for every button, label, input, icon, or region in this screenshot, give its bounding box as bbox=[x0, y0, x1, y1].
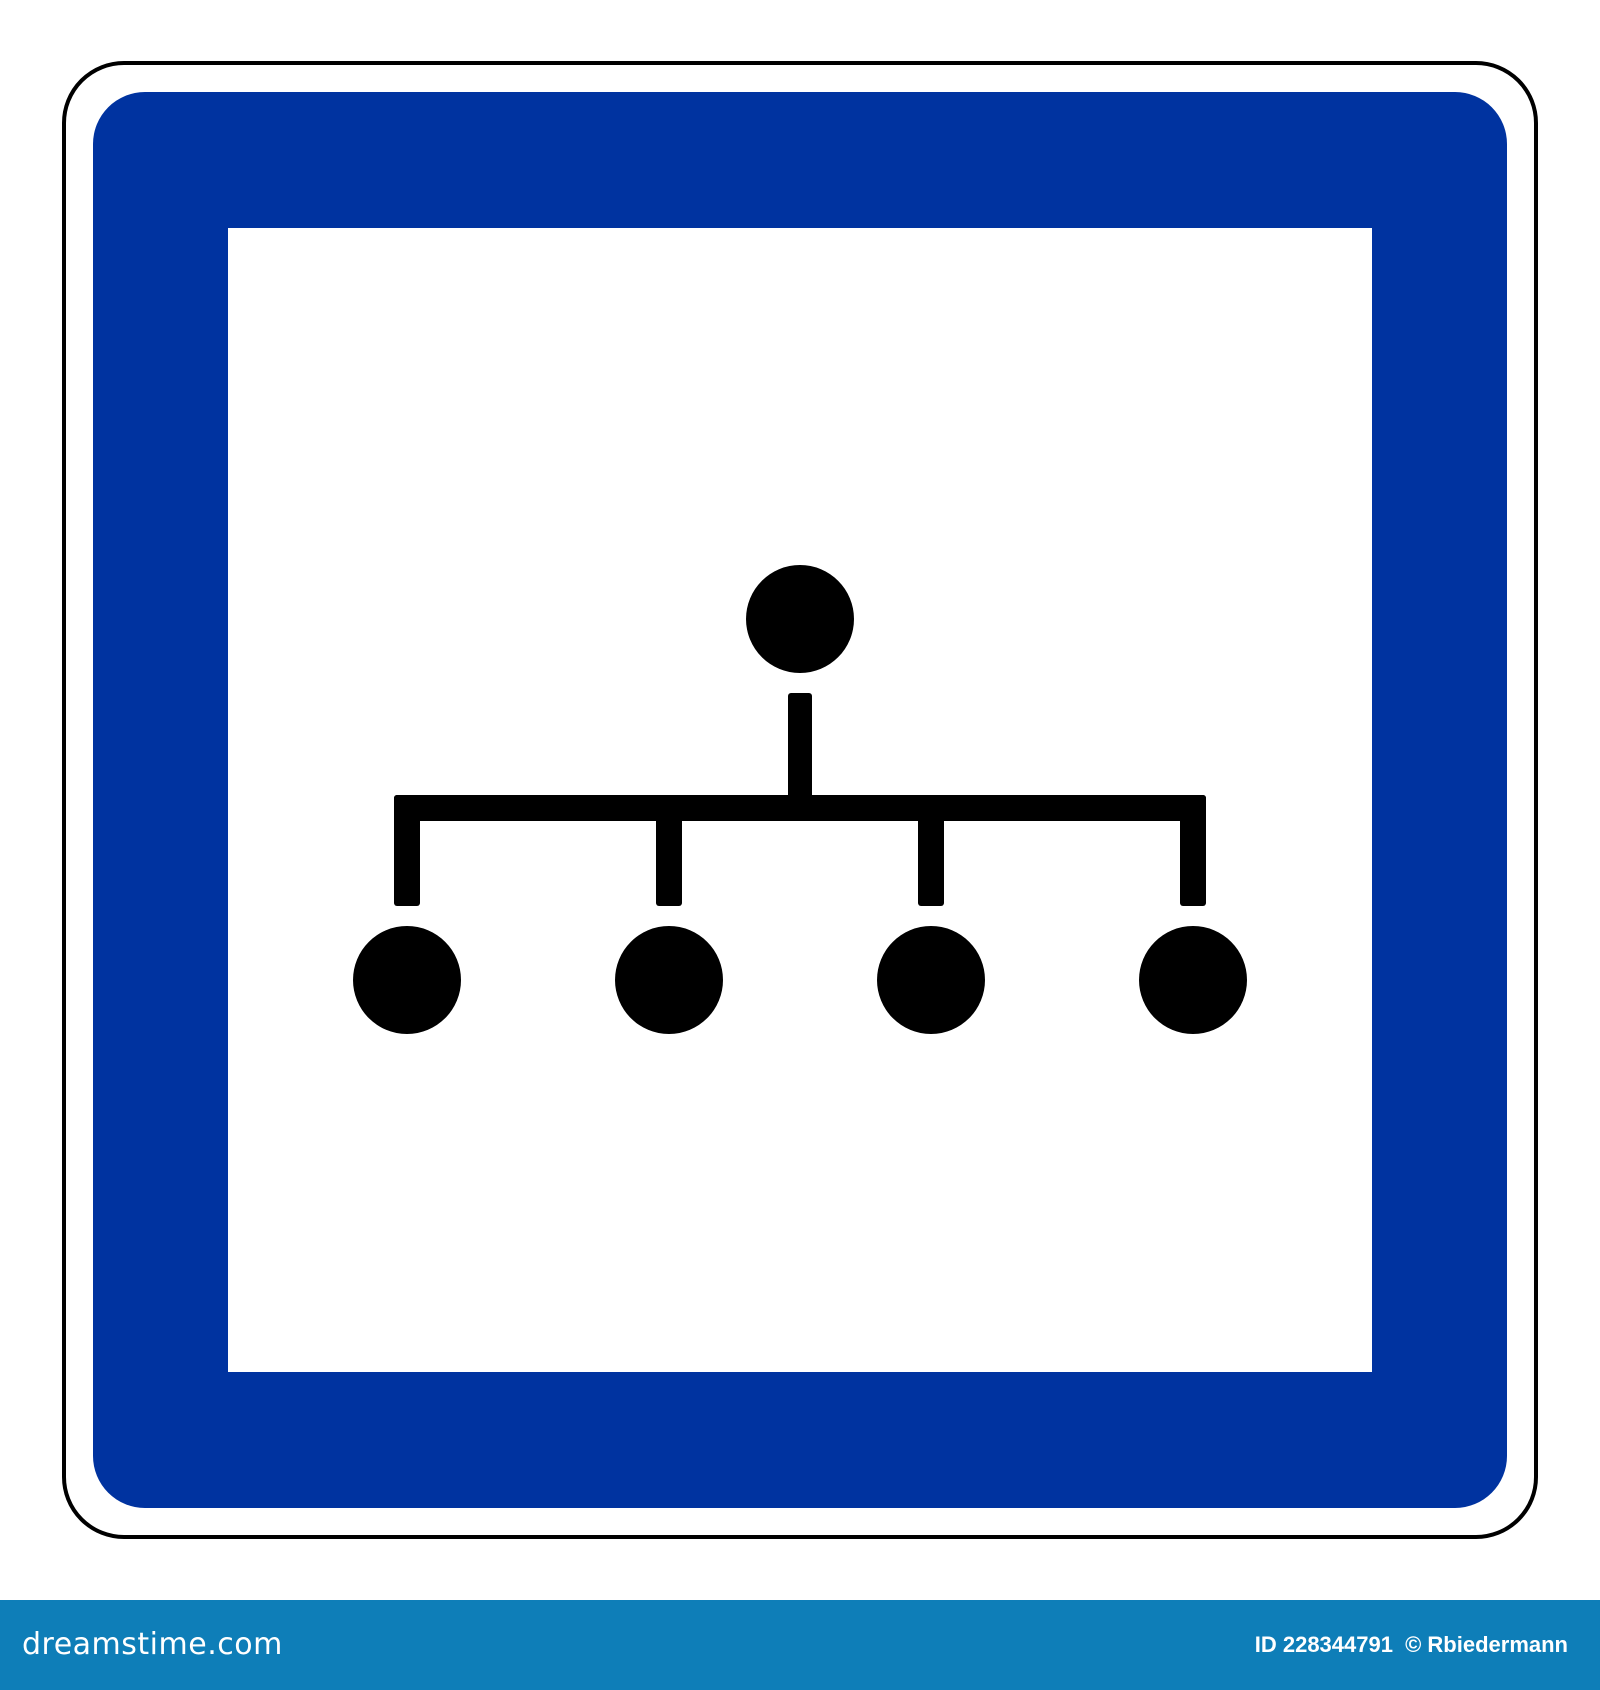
dreamstime-logo: dreamstime.com bbox=[22, 1627, 283, 1662]
child-connector-3 bbox=[918, 815, 944, 906]
traffic-sign bbox=[62, 61, 1538, 1539]
child-connector-4 bbox=[1180, 795, 1206, 906]
root-node bbox=[746, 565, 854, 673]
child-node-1 bbox=[353, 926, 461, 1034]
image-credit: ID 228344791 © Rbiedermann bbox=[1255, 1600, 1568, 1690]
child-connector-2 bbox=[656, 815, 682, 906]
copyright-author: © Rbiedermann bbox=[1405, 1632, 1568, 1657]
image-id: ID 228344791 bbox=[1254, 1632, 1393, 1657]
horizontal-branch bbox=[394, 795, 1206, 821]
child-node-2 bbox=[615, 926, 723, 1034]
root-connector bbox=[788, 693, 812, 801]
sign-image-area bbox=[62, 61, 1538, 1539]
stock-footer-bar: dreamstime.com ID 228344791 © Rbiederman… bbox=[0, 1600, 1600, 1690]
hierarchy-tree-icon bbox=[353, 565, 1247, 1034]
child-node-3 bbox=[877, 926, 985, 1034]
child-connector-1 bbox=[394, 795, 420, 906]
child-node-4 bbox=[1139, 926, 1247, 1034]
